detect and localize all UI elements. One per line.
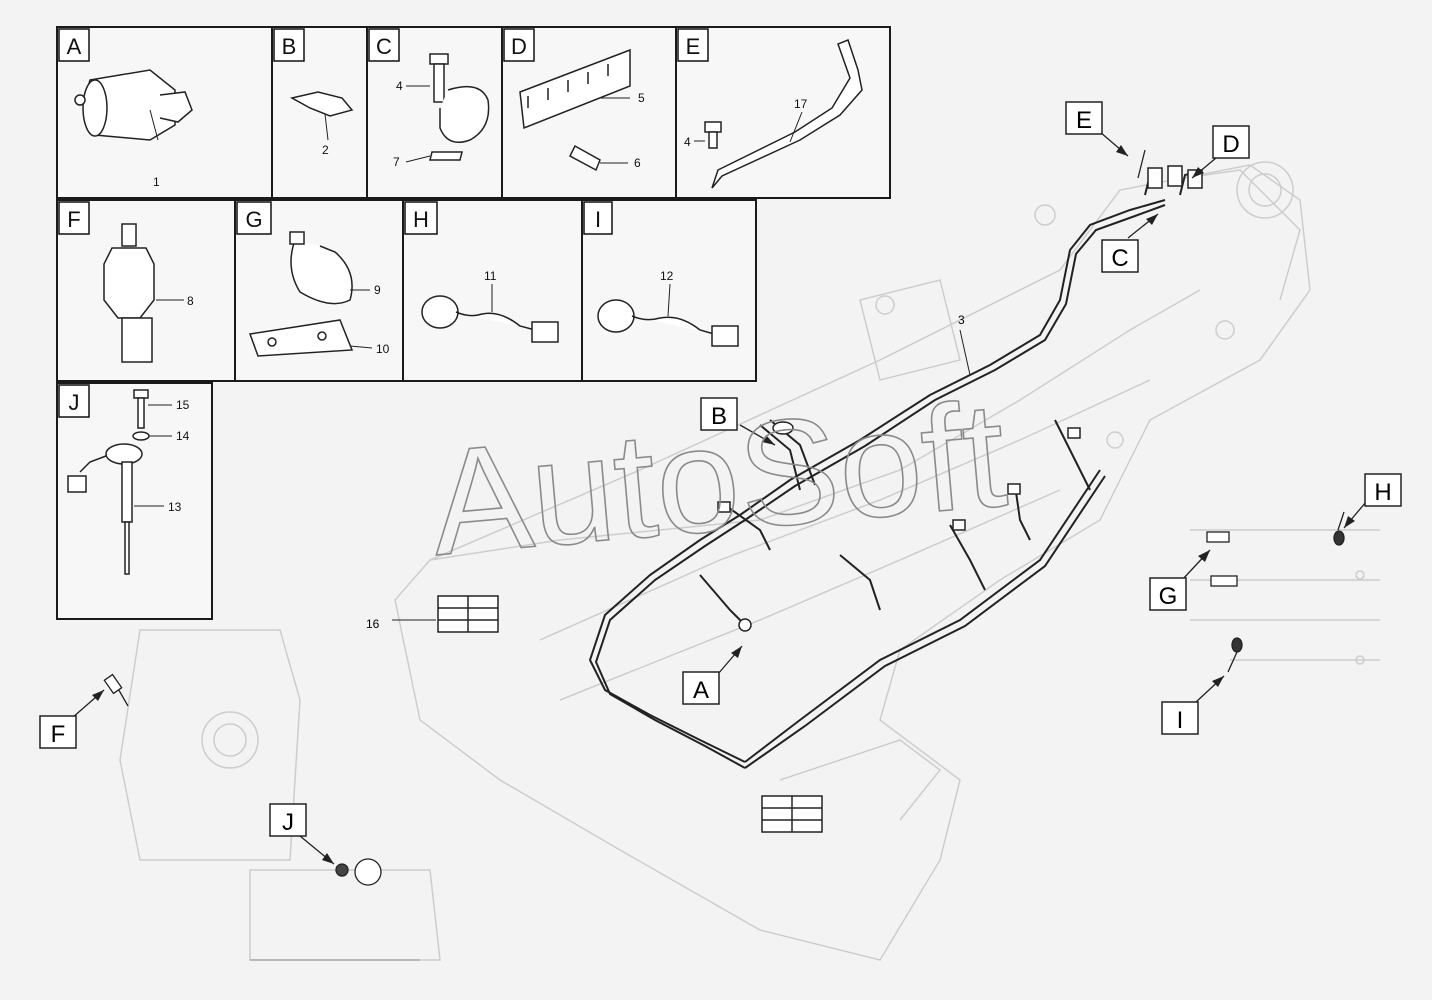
callout-f: F xyxy=(51,721,66,748)
callout-g: G xyxy=(1159,583,1178,610)
part-number: 4 xyxy=(684,135,691,149)
detail-panels xyxy=(56,26,891,620)
panel-b-letter: B xyxy=(282,34,297,59)
part-number: 5 xyxy=(638,91,645,105)
part-number: 10 xyxy=(376,342,390,356)
panel-g-letter: G xyxy=(245,207,262,232)
callout-b: B xyxy=(711,403,727,430)
panel-a-letter: A xyxy=(67,34,82,59)
panel-part-numbers: 1 2 4 7 5 6 4 17 8 9 10 11 12 15 14 13 xyxy=(153,79,808,514)
lamp-part-number: 16 xyxy=(366,617,380,631)
callout-i: I xyxy=(1177,707,1184,734)
harness-connectors xyxy=(717,165,1203,632)
panel-j-letter: J xyxy=(69,390,80,415)
part-number: 13 xyxy=(168,500,182,514)
part-number: 17 xyxy=(794,97,808,111)
callout-e: E xyxy=(1076,107,1092,134)
part-number: 15 xyxy=(176,398,190,412)
panel-c-letter: C xyxy=(376,34,392,59)
part-number: 14 xyxy=(176,429,190,443)
panel-letters: A B C D E F G H I J xyxy=(58,28,709,418)
harness-part-number: 3 xyxy=(958,313,965,327)
part-number: 1 xyxy=(153,175,160,189)
work-lamp xyxy=(437,595,823,833)
main-harness xyxy=(588,169,1196,769)
part-number: 6 xyxy=(634,156,641,170)
part-number: 9 xyxy=(374,283,381,297)
part-number: 2 xyxy=(322,143,329,157)
callout-j: J xyxy=(282,809,294,836)
panel-d-letter: D xyxy=(511,34,527,59)
part-number: 4 xyxy=(396,79,403,93)
callout-h: H xyxy=(1374,479,1391,506)
callout-d: D xyxy=(1222,131,1239,158)
callout-a: A xyxy=(693,677,709,704)
part-number: 8 xyxy=(187,294,194,308)
component-markers xyxy=(103,149,1345,886)
part-number: 7 xyxy=(393,155,400,169)
panel-i-letter: I xyxy=(595,207,601,232)
panel-f-letter: F xyxy=(67,207,80,232)
part-number: 11 xyxy=(484,269,497,283)
callouts: B A C D E F G H xyxy=(39,101,1402,865)
panel-h-letter: H xyxy=(413,207,429,232)
panel-part-drawings xyxy=(67,39,863,575)
panel-e-letter: E xyxy=(686,34,701,59)
part-number: 12 xyxy=(660,269,674,283)
callout-c: C xyxy=(1111,245,1128,272)
